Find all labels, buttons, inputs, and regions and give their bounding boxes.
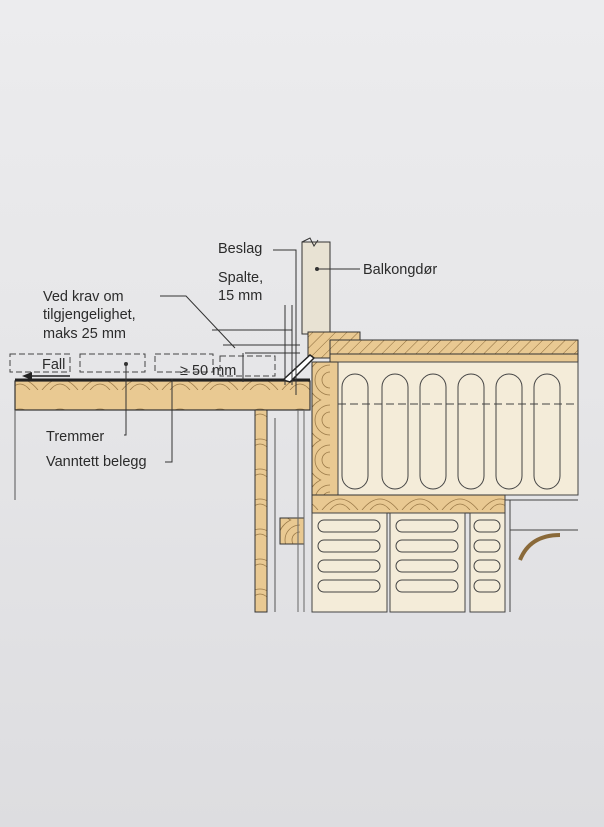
balcony-deck: [14, 378, 311, 500]
label-spalte-2: 15 mm: [218, 288, 263, 304]
label-beslag: Beslag: [218, 241, 263, 257]
label-min-height: ≥ 50 mm: [180, 363, 237, 379]
stud: [254, 409, 268, 613]
fall-arrow: [22, 372, 70, 380]
label-balkongdor: Balkongdør: [363, 262, 438, 278]
rim-beam: [311, 361, 339, 496]
ceiling-detail: [504, 495, 578, 612]
label-spalte-1: Spalte,: [218, 270, 264, 286]
balcony-door: [301, 237, 331, 335]
floor-insulation: [337, 361, 579, 496]
label-krav-3: maks 25 mm: [43, 326, 126, 342]
label-tremmer: Tremmer: [46, 429, 105, 445]
label-vanntett-belegg: Vanntett belegg: [46, 454, 147, 470]
label-fall: Fall: [42, 357, 66, 373]
tremmer-slats: [9, 353, 276, 377]
floor-surface: [329, 339, 579, 355]
label-krav-1: Ved krav om: [43, 289, 124, 305]
blocking: [279, 517, 305, 545]
leader-lines: [124, 249, 360, 463]
wall-insulation: [311, 512, 506, 613]
label-krav-2: tilgjengelighet,: [43, 307, 136, 323]
flashing-beslag: [281, 354, 316, 383]
